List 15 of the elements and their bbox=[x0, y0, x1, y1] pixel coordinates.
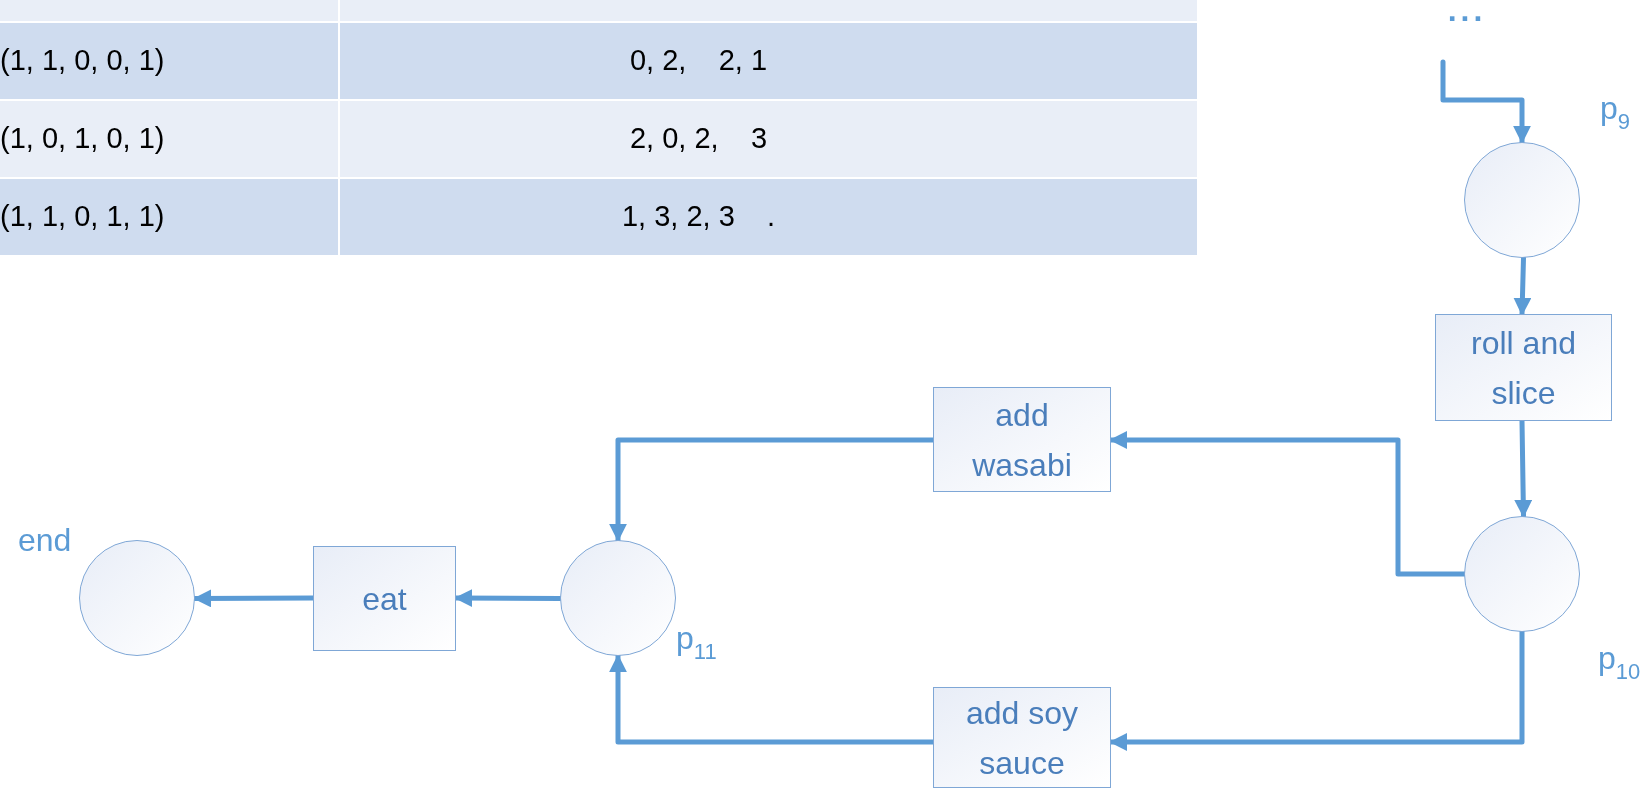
table-cell-text: 1, 3, 2, 3 . bbox=[621, 199, 776, 235]
transition-box: roll and slice bbox=[1435, 314, 1612, 421]
transition-box: eat bbox=[313, 546, 456, 651]
table-cell-text: (1, 1, 0, 1, 1) bbox=[0, 199, 165, 235]
transition-box: add wasabi bbox=[933, 387, 1111, 492]
place-label: p$_{10}$ bbox=[1598, 639, 1641, 682]
table-cell-text: (1, 1, 0, 0, 1) bbox=[0, 43, 165, 79]
place-label: p$_{9}$ bbox=[1600, 89, 1631, 132]
table-cell-text: 0, 2, 2, 1 bbox=[630, 43, 767, 79]
transition-box: add soy sauce bbox=[933, 687, 1111, 788]
ellipsis-text: ... bbox=[1432, 0, 1502, 62]
place-label: end bbox=[18, 521, 72, 560]
table-cell-text: (1, 0, 1, 0, 1) bbox=[0, 121, 165, 157]
place-label: p$_{11}$ bbox=[676, 619, 717, 662]
table-cell-text: 2, 0, 2, 3 bbox=[630, 121, 767, 157]
